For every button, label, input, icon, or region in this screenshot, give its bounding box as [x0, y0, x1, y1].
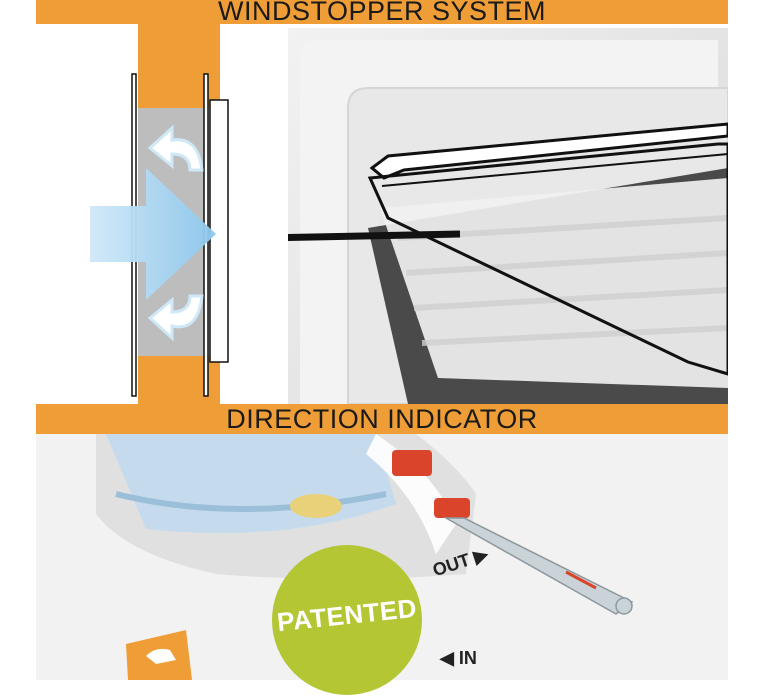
wall-edge-strip: [220, 24, 288, 404]
in-label: ◀ IN: [440, 648, 477, 669]
cat-flap-photo-top: [242, 28, 730, 405]
in-arrow-icon: ◀: [440, 648, 454, 668]
heading-direction-banner: DIRECTION INDICATOR: [36, 404, 728, 434]
in-label-text: IN: [458, 648, 477, 668]
direction-indicator-illustration: [36, 434, 728, 680]
heading-windstopper-banner: WINDSTOPPER SYSTEM: [36, 0, 728, 26]
flap-frame-illustration: [242, 40, 730, 405]
heading-windstopper: WINDSTOPPER SYSTEM: [217, 0, 547, 26]
windstopper-diagram: [90, 73, 229, 397]
right-margin: [728, 0, 766, 700]
patented-badge: [272, 545, 422, 695]
heading-direction: DIRECTION INDICATOR: [226, 404, 538, 434]
